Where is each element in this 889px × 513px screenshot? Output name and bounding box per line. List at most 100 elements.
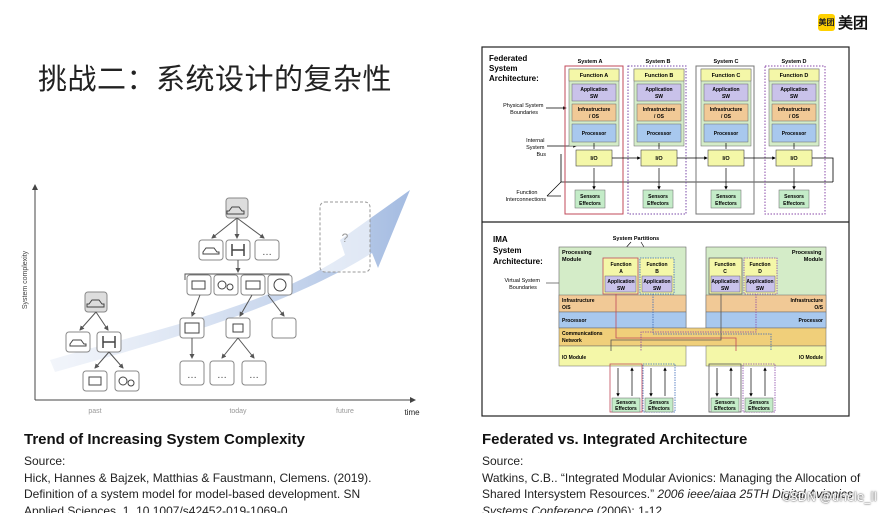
right-source: Source: Watkins, C.B.. “Integrated Modul… <box>482 453 860 513</box>
svg-text:I/O: I/O <box>722 156 730 162</box>
left-source-line: Hick, Hannes & Bajzek, Matthias & Faustm… <box>24 470 372 485</box>
left-source-line: Applied Sciences. 1. 10.1007/s42452-019-… <box>24 503 291 513</box>
svg-text:IO Module: IO Module <box>562 355 586 361</box>
chip-icon <box>232 323 244 333</box>
chassis-icon <box>102 336 116 348</box>
gear-icon <box>118 376 128 386</box>
y-axis-label: System complexity <box>22 250 29 309</box>
ellipsis-label: … <box>262 247 272 258</box>
svg-text:Infrastructure/ OS: Infrastructure/ OS <box>643 107 676 120</box>
processing-module-label: Processing Module <box>562 250 593 263</box>
car-icon <box>86 299 105 308</box>
svg-text:Processing Module: Processing Module <box>792 250 823 263</box>
left-source-label: Source: <box>24 454 66 468</box>
logo-badge: 美团 <box>818 14 835 31</box>
car-outline-icon <box>202 247 220 255</box>
ima-section: IMA System Architecture: System Partitio… <box>493 235 827 413</box>
svg-text:Processor: Processor <box>782 131 807 137</box>
ima-title: IMA System Architecture: <box>493 235 543 266</box>
svg-text:Processor: Processor <box>647 131 672 137</box>
complexity-trend-figure: System complexity time past today future… <box>22 184 420 417</box>
svg-text:System A: System A <box>578 59 603 65</box>
car-node <box>84 291 108 313</box>
svg-text:Function D: Function D <box>780 73 809 79</box>
right-source-line: Systems Conference (2006): 1-12. <box>482 503 666 513</box>
svg-text:Function C: Function C <box>712 73 741 79</box>
today-tree: … … … … <box>179 197 297 386</box>
battery-icon <box>245 280 261 290</box>
interconnections-label: Function Interconnections <box>506 190 547 203</box>
x-tick-future: future <box>336 408 354 415</box>
trend-arrow <box>50 190 410 372</box>
svg-text:Infrastructure/ OS: Infrastructure/ OS <box>710 107 743 120</box>
internal-bus-label: Internal System Bus <box>526 138 546 158</box>
right-source-line: Watkins, C.B.. “Integrated Modular Avion… <box>482 470 861 485</box>
right-source-label: Source: <box>482 454 524 468</box>
right-figure-caption: Federated vs. Integrated Architecture <box>482 431 748 448</box>
x-tick-today: today <box>229 408 247 415</box>
slide-title: 挑战二：系统设计的复杂性 <box>38 62 393 96</box>
physical-boundaries-label: Physical System Boundaries <box>503 103 545 116</box>
federated-title: Federated System Architecture: <box>489 54 539 83</box>
left-source: Source: Hick, Hannes & Bajzek, Matthias … <box>24 453 371 513</box>
left-source-line: Definition of a system model for model-b… <box>24 487 361 501</box>
car-outline-icon <box>69 339 87 347</box>
svg-text:System B: System B <box>645 59 670 65</box>
virtual-boundaries-label: Virtual System Boundaries <box>505 278 542 291</box>
watermark: CSDN @uncle_ll <box>781 490 877 504</box>
svg-text:I/O: I/O <box>590 156 598 162</box>
future-unknown-box <box>319 201 371 273</box>
svg-text:IO Module: IO Module <box>799 355 823 361</box>
right-source-line: Shared Intersystem Resources.” 2006 ieee… <box>482 487 853 501</box>
svg-text:Processor: Processor <box>714 131 739 137</box>
gear-icon <box>217 280 227 290</box>
svg-text:System D: System D <box>781 59 806 65</box>
ellipsis-label: … <box>187 370 197 381</box>
ecu-icon <box>184 322 200 334</box>
ellipsis-label: … <box>249 370 259 381</box>
meituan-logo: 美团 美团 <box>818 12 868 33</box>
gauge-icon <box>273 278 287 292</box>
svg-text:Function B: Function B <box>645 73 674 79</box>
chassis-icon <box>231 244 245 256</box>
unknown-mark: ? <box>342 231 349 245</box>
svg-text:Infrastructure/ OS: Infrastructure/ OS <box>578 107 611 120</box>
engine-icon <box>191 280 206 290</box>
svg-text:I/O: I/O <box>655 156 663 162</box>
left-figure-caption: Trend of Increasing System Complexity <box>24 431 305 448</box>
past-tree <box>65 291 140 392</box>
x-tick-past: past <box>88 408 101 415</box>
svg-text:I/O: I/O <box>790 156 798 162</box>
system-partitions-label: System Partitions <box>613 236 659 242</box>
svg-text:Function A: Function A <box>580 73 609 79</box>
comm-network <box>558 327 827 347</box>
logo-wordmark: 美团 <box>838 14 869 32</box>
svg-text:Processor: Processor <box>799 318 824 324</box>
ellipsis-label: … <box>217 370 227 381</box>
svg-text:Processor: Processor <box>562 318 587 324</box>
